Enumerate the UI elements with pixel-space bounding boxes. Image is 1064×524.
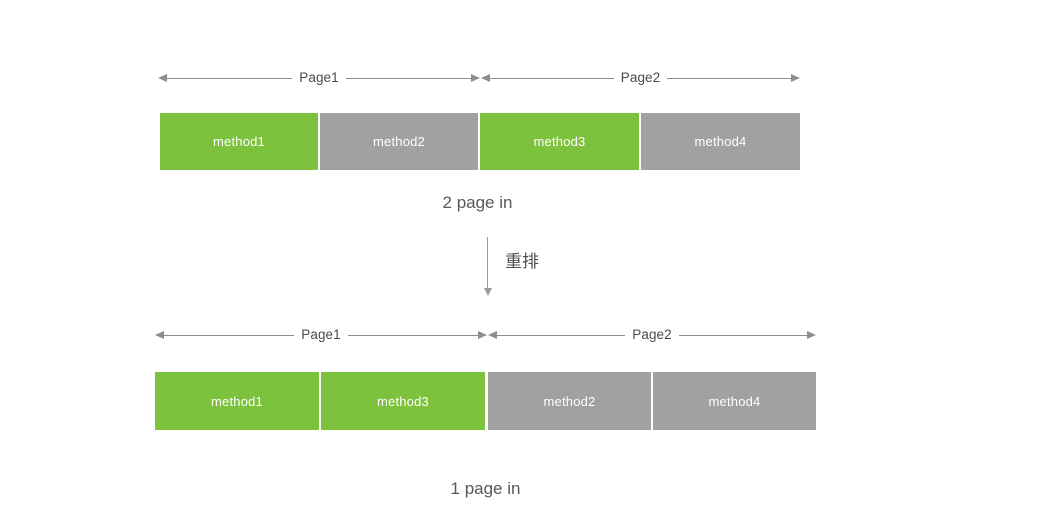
measure-label: Page1: [301, 327, 341, 343]
caption-before: 2 page in: [442, 193, 513, 212]
method-block-label: method1: [211, 393, 263, 409]
arrow-head-left-icon: [158, 74, 167, 82]
measure-label: Page1: [299, 70, 339, 86]
measure-page1-after: Page1: [155, 325, 488, 345]
method-block-label: method1: [213, 134, 265, 149]
method-block-label: method4: [694, 134, 747, 149]
method-block-method4-after: method4: [653, 372, 816, 430]
measure-rule: [347, 334, 479, 336]
measure-rule: [490, 77, 614, 79]
arrow-head-right-icon: [471, 74, 481, 82]
method-block-method4-before: method4: [641, 113, 800, 170]
arrow-head-down-icon: [483, 288, 492, 296]
arrow-head-right-icon: [807, 331, 817, 339]
arrow-head-left-icon: [481, 74, 490, 82]
method-block-method2-after: method2: [488, 372, 651, 430]
measure-label: Page2: [632, 327, 672, 343]
rearrange-arrow-icon: [483, 237, 492, 296]
arrow-head-left-icon: [488, 331, 497, 339]
arrow-head-right-icon: [791, 74, 801, 82]
measure-rule: [345, 77, 472, 79]
measure-rule: [164, 334, 295, 336]
caption-after: 1 page in: [450, 479, 521, 498]
method-block-label: method2: [373, 134, 425, 149]
measure-page2-after: Page2: [488, 325, 817, 345]
arrow-stem: [487, 237, 488, 288]
measure-label: Page2: [620, 70, 661, 86]
method-block-method1-after: method1: [155, 372, 319, 430]
method-block-method2-before: method2: [320, 113, 478, 170]
measure-page2-before: Page2: [481, 68, 801, 88]
arrow-head-left-icon: [155, 331, 164, 339]
arrow-head-right-icon: [478, 331, 488, 339]
method-block-label: method4: [708, 393, 761, 409]
measure-rule: [497, 334, 626, 336]
method-block-label: method2: [543, 393, 596, 409]
measure-rule: [678, 334, 808, 336]
method-block-method3-after: method3: [321, 372, 485, 430]
measure-rule: [167, 77, 293, 79]
method-block-method1-before: method1: [160, 113, 318, 170]
method-block-method3-before: method3: [480, 113, 639, 170]
measure-rule: [667, 77, 792, 79]
measure-page1-before: Page1: [158, 68, 481, 88]
method-block-label: method3: [377, 393, 429, 409]
method-block-label: method3: [533, 134, 586, 149]
rearrange-label: 重排: [505, 252, 539, 271]
